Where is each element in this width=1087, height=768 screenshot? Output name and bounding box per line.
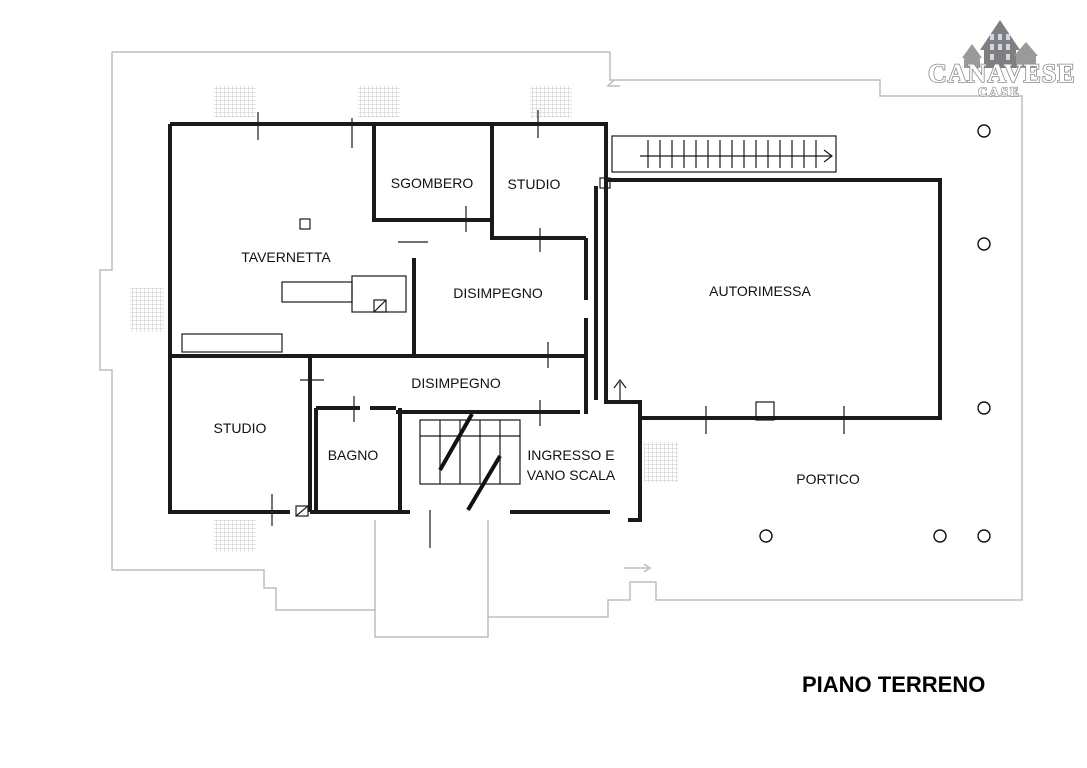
room-label-sgombero: SGOMBERO <box>391 175 474 191</box>
room-label-autorimessa: AUTORIMESSA <box>709 283 811 299</box>
logo-brand: CANAVESE <box>928 59 1076 88</box>
room-label-portico: PORTICO <box>796 471 860 487</box>
entrance-stair <box>419 413 521 512</box>
room-label-disimpegno-upper: DISIMPEGNO <box>453 285 543 301</box>
portico-columns <box>759 124 991 543</box>
room-label-disimpegno-lower: DISIMPEGNO <box>411 375 501 391</box>
building-walls <box>168 122 942 522</box>
garage-stair-treads <box>640 140 833 168</box>
interior-details <box>181 79 845 573</box>
canavese-logo: CANAVESE CASE <box>927 20 1076 100</box>
houses-icon <box>962 20 1038 68</box>
room-label-studio-top: STUDIO <box>508 176 561 192</box>
terrace-outline <box>99 51 1023 638</box>
room-label-ingresso-2: VANO SCALA <box>527 467 616 483</box>
room-label-ingresso-1: INGRESSO E <box>527 447 614 463</box>
logo-sub: CASE <box>978 84 1021 99</box>
plan-title: PIANO TERRENO <box>802 672 985 697</box>
room-label-studio-bottom: STUDIO <box>214 420 267 436</box>
window-pads <box>130 86 678 552</box>
room-label-bagno: BAGNO <box>328 447 379 463</box>
room-label-tavernetta: TAVERNETTA <box>241 249 331 265</box>
